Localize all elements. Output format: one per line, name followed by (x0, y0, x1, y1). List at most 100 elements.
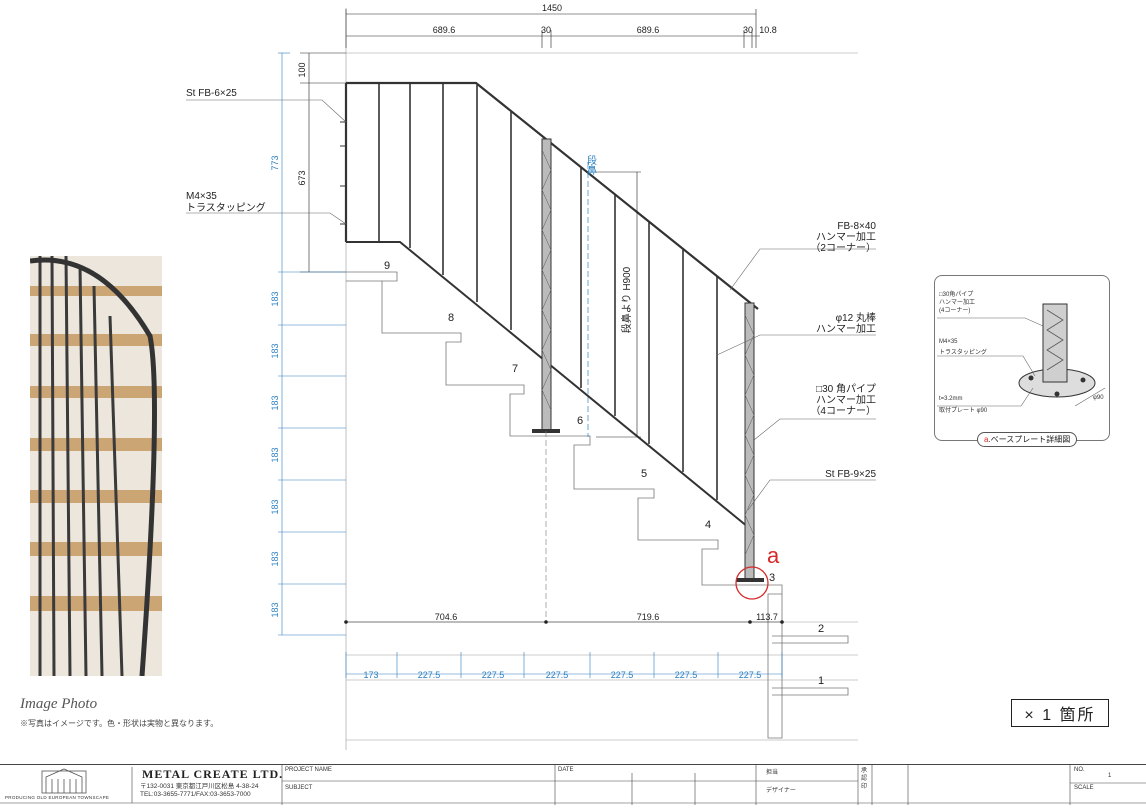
photo-handrail (30, 257, 157, 676)
detail-screw-line2: トラスタッピング (939, 350, 987, 356)
callout-st-fb9: St FB-9×25 (825, 469, 876, 480)
dim-riser-6: 183 (270, 551, 280, 566)
label-no: NO. (1074, 767, 1085, 773)
dim-overall-width: 1450 (542, 3, 562, 13)
dim-tread-7: 227.5 (739, 670, 762, 680)
h900-dim (596, 171, 641, 438)
callout-st-fb6: St FB-6×25 (186, 88, 237, 99)
end-base-plate (736, 578, 764, 582)
callout-pipe-line3: （4コーナー） (810, 405, 876, 417)
image-photo (30, 256, 162, 676)
label-person: 担当 (766, 770, 779, 776)
company-address: 〒132-0031 東京都江戸川区松島 4-38-24 TEL:03-3655-… (140, 783, 259, 799)
detail-marker-label: a (767, 543, 780, 568)
step-number-7: 7 (512, 363, 518, 375)
callout-fb8-line3: （2コーナー） (810, 242, 876, 254)
dim-tread-2: 227.5 (418, 670, 441, 680)
photo-illustration (30, 256, 162, 676)
step-number-6: 6 (577, 415, 583, 427)
callout-leaders (186, 99, 876, 511)
step-number-8: 8 (448, 312, 454, 324)
detail-plate-line2: 取付プレート φ90 (939, 408, 988, 414)
top-dimension-lines (345, 9, 760, 48)
step-number-5: 5 (641, 468, 647, 480)
dim-top-2: 30 (541, 25, 551, 35)
callout-m4-line2: トラスタッピング (186, 201, 266, 214)
title-block-grid (0, 765, 1146, 805)
photo-balusters (38, 256, 124, 676)
callout-rod-line2: ハンマー加工 (816, 323, 876, 335)
tread-dimension-lines (345, 652, 783, 678)
dim-tread-5: 227.5 (611, 670, 634, 680)
detail-title: a.ベースプレート詳細図 (977, 432, 1078, 447)
detail-title-marker: a (984, 435, 989, 444)
dim-tread-3: 227.5 (482, 670, 505, 680)
callout-fb8-line1: FB-8×40 (837, 221, 876, 232)
dim-top-1: 689.6 (433, 25, 456, 35)
stair-drawing: 1450 689.6 30 689.6 30 10.8 100 673 773 … (186, 3, 876, 750)
dim-total-773: 773 (270, 155, 280, 170)
label-approval: 承認印 (861, 768, 868, 790)
callout-fb8-line2: ハンマー加工 (816, 231, 876, 243)
balusters (378, 83, 718, 500)
dim-inner-673: 673 (297, 170, 307, 185)
dim-riser-7: 183 (270, 602, 280, 617)
dim-top-4: 30 (743, 25, 753, 35)
dim-riser-2: 183 (270, 343, 280, 358)
detail-diameter: φ90 (1093, 395, 1104, 401)
callout-pipe-line1: □30 角パイプ (816, 383, 876, 395)
dim-riser-4: 183 (270, 447, 280, 462)
stair-lower-steps (346, 280, 849, 696)
dim-gap-100: 100 (297, 62, 307, 77)
left-blue-dimension-lines (278, 52, 346, 636)
step-numbers: 9 8 7 6 5 4 3 2 1 (384, 260, 824, 687)
detail-pipe-line3: (4コーナー) (939, 308, 971, 314)
detail-pipe (1042, 303, 1068, 383)
floor-dimension-lines (344, 620, 784, 624)
wall-anchor-ticks (340, 121, 346, 225)
stair-treads (346, 271, 783, 739)
label-scale: SCALE (1074, 785, 1094, 791)
quantity-box: × 1 箇所 (1011, 699, 1109, 727)
handrail-top (346, 81, 759, 310)
dim-tread-6: 227.5 (675, 670, 698, 680)
nosing-label: 段鼻 (585, 154, 597, 176)
dim-riser-1: 183 (270, 291, 280, 306)
bottom-rail (346, 241, 749, 528)
callout-m4-line1: M4×35 (186, 191, 217, 202)
left-dimension-lines (300, 52, 346, 273)
dim-tread-1: 173 (363, 670, 378, 680)
value-no: 1 (1108, 773, 1112, 779)
detail-pipe-line1: □30角パイプ (939, 292, 974, 298)
detail-plate-line1: t=3.2mm (939, 396, 963, 402)
dim-floor-1: 704.6 (435, 612, 458, 622)
step-number-1: 1 (818, 675, 824, 687)
label-project-name: PROJECT NAME (285, 767, 332, 773)
base-plate-detail-drawing (937, 303, 1106, 407)
dim-top-3: 689.6 (637, 25, 660, 35)
step-number-3: 3 (769, 572, 775, 584)
logo-mark (41, 768, 87, 794)
reference-lines (345, 8, 858, 750)
end-post-texture (744, 314, 755, 556)
step-number-4: 4 (705, 519, 711, 531)
height-label: 段鼻より H900 (620, 266, 633, 333)
dim-riser-3: 183 (270, 395, 280, 410)
dim-riser-5: 183 (270, 499, 280, 514)
callout-pipe-line2: ハンマー加工 (816, 394, 876, 406)
detail-marker-circle (735, 566, 769, 600)
label-date: DATE (558, 767, 574, 773)
title-block: PROJECT NAME SUBJECT DATE 担当 デザイナー 承認印 N… (0, 764, 1146, 805)
dim-tread-4: 227.5 (546, 670, 569, 680)
logo-tagline: PRODUCING OLD EUROPEAN TOWNSCAPE (5, 795, 110, 800)
center-post-texture (541, 149, 552, 411)
riser-dimension-labels: 183 183 183 183 183 183 183 (270, 291, 280, 617)
dim-floor-2: 719.6 (637, 612, 660, 622)
company-address-line: 〒132-0031 東京都江戸川区松島 4-38-24 (140, 783, 259, 790)
base-plate-detail: □30角パイプ ハンマー加工 (4コーナー) M4×35 トラスタッピング t=… (934, 275, 1110, 441)
callout-rod-line1: φ12 丸棒 (836, 311, 876, 324)
step-number-2: 2 (818, 623, 824, 635)
detail-pipe-line2: ハンマー加工 (939, 300, 976, 306)
label-designer: デザイナー (766, 788, 796, 794)
detail-screw-line1: M4×35 (939, 339, 958, 345)
